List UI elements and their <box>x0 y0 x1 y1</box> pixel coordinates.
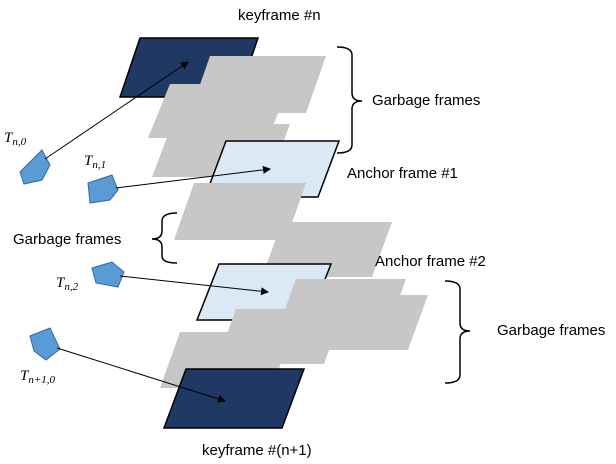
keyframe-bottom-frame <box>162 368 306 429</box>
anchor-frame-1-label: Anchor frame #1 <box>347 165 458 182</box>
camera-pose-icon <box>87 174 119 204</box>
garbage-frame <box>174 183 306 240</box>
camera-pose-icon <box>19 149 51 185</box>
garbage-frames-middle-label: Garbage frames <box>13 231 122 248</box>
garbage-frames-bottom-label: Garbage frames <box>497 322 606 339</box>
pose-label-n2: Tn,2 <box>56 275 79 293</box>
pose-label-n1-0: Tn+1,0 <box>20 368 56 386</box>
anchor-frame-2-label: Anchor frame #2 <box>375 253 486 270</box>
brace-garbage-top <box>336 46 363 154</box>
pose-arrow <box>115 165 271 189</box>
garbage-frames-top-label: Garbage frames <box>372 92 481 109</box>
brace-garbage-middle <box>151 212 178 264</box>
pose-arrow <box>119 275 269 296</box>
camera-pose-icon <box>91 261 125 288</box>
keyframe-bottom-label: keyframe #(n+1) <box>202 442 312 459</box>
pose-arrow <box>56 347 226 403</box>
brace-garbage-bottom <box>444 280 471 384</box>
pose-label-n0: Tn,0 <box>4 130 27 148</box>
keyframe-top-label: keyframe #n <box>238 7 321 24</box>
pose-arrow <box>44 61 189 160</box>
pose-label-n1: Tn,1 <box>84 153 107 171</box>
camera-pose-icon <box>29 327 61 361</box>
